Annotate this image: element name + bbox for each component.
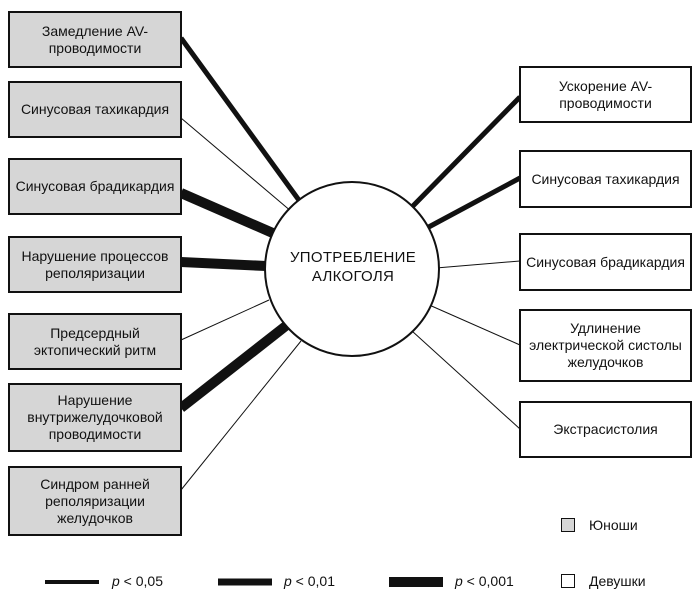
connector-right-3: [435, 260, 521, 269]
right-node-4: Удлинение электрической систолы желудочк…: [519, 309, 692, 382]
connector-left-7: [180, 340, 302, 491]
left-node-6: Нарушение внутрижелудочковой проводимост…: [8, 383, 182, 452]
left-node-7: Синдром ранней реполяризации желудочков: [8, 466, 182, 536]
central-node-label: УПОТРЕБЛЕНИЕ АЛКОГОЛЯ: [289, 249, 417, 285]
right-node-1: Ускорение AV-проводимости: [519, 66, 692, 123]
left-node-3: Синусовая брадикардия: [8, 158, 182, 215]
right-node-5: Экстрасистолия: [519, 401, 692, 458]
right-node-3: Синусовая брадикардия: [519, 233, 692, 291]
legend-label-boys: Юноши: [589, 517, 638, 533]
connector-right-2: [423, 175, 522, 232]
connector-right-1: [407, 95, 522, 212]
legend-swatch-girls: [561, 574, 575, 588]
left-node-1: Замедление AV-проводимости: [8, 11, 182, 68]
legend-label-p001: p < 0,001: [455, 573, 514, 589]
connector-right-5: [411, 330, 521, 430]
right-node-2: Синусовая тахикардия: [519, 150, 692, 208]
left-node-5: Предсердный эктопический ритм: [8, 313, 182, 370]
legend-label-p01: p < 0,01: [284, 573, 335, 589]
connector-right-4: [426, 303, 521, 346]
central-circle: [264, 181, 440, 357]
legend-swatch-boys: [561, 518, 575, 532]
left-node-2: Синусовая тахикардия: [8, 81, 182, 138]
connector-left-6: [177, 321, 291, 412]
connector-left-2: [180, 117, 293, 213]
legend-label-p05: p < 0,05: [112, 573, 163, 589]
left-node-4: Нарушение процессов реполяризации: [8, 236, 182, 293]
legend-label-girls: Девушки: [589, 573, 646, 589]
connector-left-4: [180, 257, 267, 271]
connector-left-5: [180, 299, 270, 341]
connector-left-1: [178, 36, 304, 205]
connector-left-3: [179, 188, 277, 239]
